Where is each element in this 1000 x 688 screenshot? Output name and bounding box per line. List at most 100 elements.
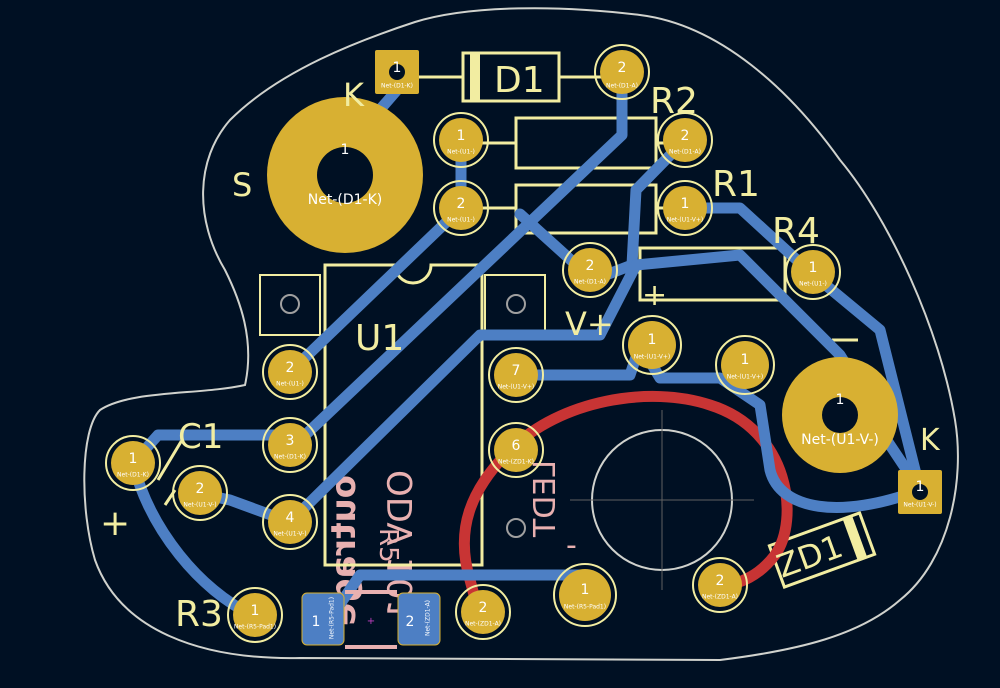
pad-zd1-k[interactable]: 1 Net-(U1-V-) — [898, 470, 942, 514]
pad-minus[interactable]: 1 Net-(R5-Pad1) — [553, 563, 617, 627]
svg-text:2: 2 — [196, 481, 205, 497]
ref-d1: D1 — [494, 60, 545, 101]
c1-mark — [156, 439, 184, 481]
refdes: D1 R2 R1 R4 U1 C1 R3 ZD1 K S K V+ + + - — [100, 60, 941, 635]
svg-text:Net-(U1-): Net-(U1-) — [799, 281, 827, 288]
ref-r2: R2 — [650, 81, 698, 122]
mount-hole-outline-left — [259, 274, 321, 336]
pad-mid-2[interactable]: 2 Net-(U1-) — [433, 180, 489, 236]
front-trace-zd1 — [458, 391, 793, 616]
svg-text:Net-(R5-Pad1): Net-(R5-Pad1) — [234, 624, 276, 631]
svg-text:4: 4 — [286, 510, 295, 526]
trace-c1-r3 — [127, 457, 258, 621]
r5-center-mark: + — [367, 616, 375, 627]
mounting-features — [259, 274, 754, 590]
svg-text:2: 2 — [406, 614, 415, 630]
svg-text:Net-(ZD1-A): Net-(ZD1-A) — [425, 600, 432, 636]
r5-body-outline — [345, 645, 397, 649]
pad-r2-1[interactable]: 1 Net-(U1-) — [433, 112, 489, 168]
svg-text:Net-(D1-A): Net-(D1-A) — [606, 83, 638, 90]
pad-u1-6[interactable]: 6 Net-(ZD1-K) — [488, 422, 544, 478]
mount-hole-u1-bottom-right — [506, 518, 526, 538]
svg-text:1: 1 — [581, 582, 590, 598]
svg-text:1: 1 — [741, 352, 750, 368]
pad-zd1-a[interactable]: 2 Net-(ZD1-A) — [692, 557, 748, 613]
pad-r1-1[interactable]: 1 Net-(U1-V+) — [657, 180, 713, 236]
pad-d1-a[interactable]: 2 Net-(D1-A) — [594, 44, 650, 100]
back-ref-r5: R5 — [373, 528, 403, 563]
svg-text:1: 1 — [393, 60, 402, 76]
ref-r1: R1 — [712, 164, 760, 205]
svg-text:Net-(U1-V+): Net-(U1-V+) — [634, 354, 671, 361]
trace-u12 — [284, 202, 467, 378]
mount-hole-outline-right — [484, 274, 546, 336]
svg-text:Net-(U1-V-): Net-(U1-V-) — [801, 432, 879, 448]
pad-r5-1[interactable]: 1 Net-(R5-Pad1) — [301, 592, 345, 646]
d1-band — [470, 53, 480, 101]
pad-vplus-1[interactable]: 1 Net-(U1-V+) — [622, 315, 682, 375]
svg-text:Net-(ZD1-A): Net-(ZD1-A) — [465, 621, 501, 628]
svg-text:Net-(U1-): Net-(U1-) — [276, 381, 304, 388]
trace-u17 — [510, 339, 926, 513]
label-s: S — [232, 166, 252, 204]
mount-hole-u1-right — [506, 294, 526, 314]
pad-r4-1[interactable]: 1 Net-(U1-) — [785, 244, 841, 300]
pad-r3-1[interactable]: 1 Net-(R5-Pad1) — [227, 587, 283, 643]
board-outline — [83, 7, 959, 662]
pad-u1-2[interactable]: 2 Net-(U1-) — [262, 344, 318, 400]
pads: 1 Net-(D1-K) 2 Net-(D1-A) 1 Net-(D1-K) 1… — [105, 44, 942, 649]
svg-text:2: 2 — [681, 128, 690, 144]
svg-text:1: 1 — [648, 332, 657, 348]
label-k-right: K — [920, 423, 941, 458]
svg-text:Net-(D1-K): Net-(D1-K) — [117, 472, 149, 479]
svg-text:1: 1 — [457, 128, 466, 144]
zd1-band — [842, 515, 868, 561]
svg-text:Net-(ZD1-K): Net-(ZD1-K) — [498, 459, 534, 466]
svg-text:2: 2 — [479, 600, 488, 616]
pad-c1-1[interactable]: 1 Net-(D1-K) — [105, 435, 161, 491]
svg-text:Net-(D1-K): Net-(D1-K) — [274, 454, 306, 461]
svg-text:1: 1 — [681, 196, 690, 212]
pad-r1-2[interactable]: 2 Net-(D1-A) — [562, 242, 618, 298]
r5-body-outline-top — [345, 590, 397, 594]
mount-hole-left — [280, 294, 300, 314]
svg-text:1: 1 — [916, 479, 925, 495]
pad-big-right[interactable]: 1 Net-(U1-V-) — [782, 357, 898, 473]
svg-text:Net-(U1-V+): Net-(U1-V+) — [667, 217, 704, 224]
svg-text:Net-(R5-Pad1): Net-(R5-Pad1) — [329, 597, 336, 639]
svg-text:Net-(U1-V+): Net-(U1-V+) — [727, 374, 764, 381]
svg-text:2: 2 — [457, 196, 466, 212]
svg-text:2: 2 — [618, 60, 627, 76]
back-silkscreen: outrage ODV 101 LEDT R5 — [324, 460, 563, 626]
pad-d1-k[interactable]: 1 Net-(D1-K) — [375, 50, 419, 94]
ref-r4: R4 — [772, 211, 820, 252]
pad-c1-2[interactable]: 2 Net-(U1-V-) — [172, 465, 228, 521]
r4-outline — [638, 246, 787, 302]
svg-text:Net-(D1-K): Net-(D1-K) — [381, 83, 413, 90]
pad-u1-7[interactable]: 7 Net-(U1-V+) — [488, 347, 544, 403]
pad-u1-4[interactable]: 4 Net-(U1-V-) — [262, 494, 318, 550]
svg-text:6: 6 — [512, 438, 521, 454]
svg-text:Net-(U1-V-): Net-(U1-V-) — [273, 531, 306, 538]
ref-u1: U1 — [355, 318, 404, 359]
label-plus-c1: + — [100, 503, 130, 544]
svg-text:2: 2 — [716, 573, 725, 589]
front-silkscreen — [156, 51, 877, 590]
svg-text:1: 1 — [809, 260, 818, 276]
svg-text:Net-(U1-V-): Net-(U1-V-) — [183, 502, 216, 509]
pad-r5-2[interactable]: 2 Net-(ZD1-A) — [397, 592, 441, 646]
label-k-top: K — [343, 76, 365, 114]
pad-s-big[interactable]: 1 Net-(D1-K) — [267, 97, 423, 253]
pad-r3-2[interactable]: 2 Net-(ZD1-A) — [455, 584, 511, 640]
pad-r2-2[interactable]: 2 Net-(D1-A) — [657, 112, 713, 168]
ref-c1: C1 — [178, 417, 223, 457]
svg-text:2: 2 — [286, 360, 295, 376]
pad-u1-3[interactable]: 3 Net-(D1-K) — [262, 417, 318, 473]
label-plus-r4: + — [642, 278, 667, 313]
svg-text:1: 1 — [129, 451, 138, 467]
pad-vplus-2[interactable]: 1 Net-(U1-V+) — [715, 335, 775, 395]
svg-text:Net-(D1-A): Net-(D1-A) — [574, 279, 606, 286]
svg-text:Net-(D1-A): Net-(D1-A) — [669, 149, 701, 156]
zd1-outline — [767, 510, 877, 590]
